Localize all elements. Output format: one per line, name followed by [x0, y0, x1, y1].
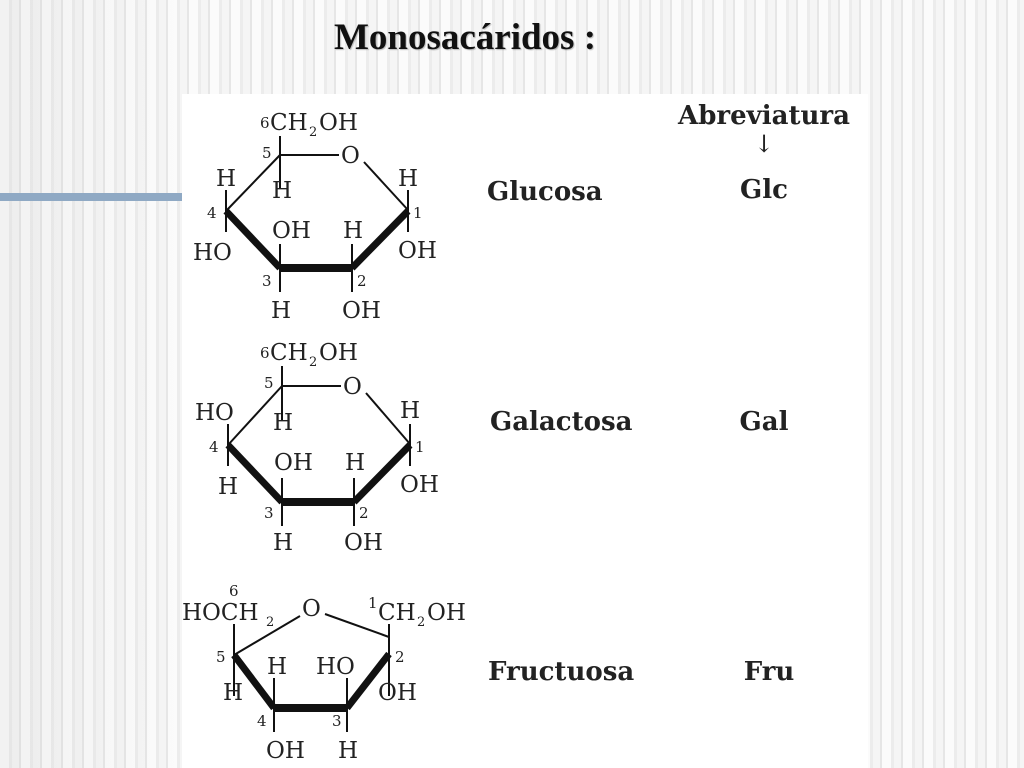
galactose-bond-bold	[351, 442, 413, 505]
fructose-ch2oh-oh: OH	[427, 600, 466, 626]
galactose-ring-oxygen: O	[343, 374, 362, 400]
fructose-c4-down: OH	[266, 738, 305, 764]
galactose-c5-number: 5	[264, 374, 274, 392]
glucose-bond	[225, 154, 281, 212]
galactose-c6-number: 6	[260, 344, 270, 362]
galactose-c3-down: H	[273, 530, 293, 556]
galactose-c1-number: 1	[415, 438, 425, 456]
galactose-c4-down: H	[218, 474, 238, 500]
galactose-c4-up: HO	[195, 400, 234, 426]
galactose-ch2oh-oh: OH	[319, 340, 358, 366]
fructose-name: Fructuosa	[488, 657, 634, 687]
glucose-bond	[363, 161, 409, 211]
galactose-c1-up: H	[400, 398, 420, 424]
galactose-c5-h: H	[273, 410, 293, 436]
glucose-bond-bold	[349, 208, 411, 271]
glucose-c5-h: H	[272, 178, 292, 204]
galactose-bond	[365, 392, 411, 445]
glucose-c4-number: 4	[207, 204, 217, 222]
monosaccharide-panel: Abreviatura ↓ 6 CH 2 OH O 5 H H 4 HO OH …	[182, 94, 868, 768]
fructose-c5-h: H	[223, 680, 243, 706]
glucose-abbreviation: Glc	[740, 175, 788, 205]
galactose-c2-up: H	[345, 450, 365, 476]
galactose-c2-number: 2	[359, 504, 369, 522]
fructose-c3-up: HO	[316, 654, 355, 680]
fructose-structure: 6 HOCH 2 O 1 CH 2 OH 5 H H 4 OH HO 3 H 2…	[182, 582, 794, 764]
glucose-c6-number: 6	[260, 114, 270, 132]
glucose-bond-bold	[223, 208, 283, 271]
glucose-c3-down: H	[271, 298, 291, 324]
fructose-c3-number: 3	[332, 712, 342, 730]
galactose-abbreviation: Gal	[740, 407, 789, 437]
fructose-c3-down: H	[338, 738, 358, 764]
abbreviation-header: Abreviatura	[677, 101, 850, 131]
fructose-bond	[324, 613, 390, 638]
glucose-c4-up: H	[216, 166, 236, 192]
galactose-name: Galactosa	[490, 407, 633, 437]
galactose-ch2-subscript: 2	[309, 355, 317, 370]
galactose-c4-number: 4	[209, 438, 219, 456]
fructose-ch2-label: CH	[378, 600, 416, 626]
galactose-bond	[227, 385, 283, 446]
glucose-c4-down: HO	[193, 240, 232, 266]
galactose-ch2-label: CH	[270, 340, 308, 366]
fructose-hoch2-label: HOCH	[182, 600, 259, 626]
glucose-ch2oh-oh: OH	[319, 110, 358, 136]
fructose-c4-up: H	[267, 654, 287, 680]
fructose-bond-bold	[344, 651, 392, 711]
galactose-bond-bold	[225, 442, 285, 505]
fructose-ch2-subscript: 2	[417, 615, 425, 630]
fructose-bond-bold	[231, 652, 277, 711]
glucose-c5-number: 5	[262, 144, 272, 162]
glucose-structure: 6 CH 2 OH O 5 H H 4 HO OH 3 H H 2 OH H 1…	[193, 110, 788, 324]
fructose-c5-number: 5	[216, 648, 226, 666]
fructose-c4-number: 4	[257, 712, 267, 730]
glucose-ch2-subscript: 2	[309, 125, 317, 140]
accent-bar	[0, 193, 182, 201]
glucose-c1-number: 1	[413, 204, 423, 222]
structures-diagram: Abreviatura ↓ 6 CH 2 OH O 5 H H 4 HO OH …	[182, 101, 850, 764]
glucose-c2-number: 2	[357, 272, 367, 290]
galactose-c3-up: OH	[274, 450, 313, 476]
galactose-c3-number: 3	[264, 504, 274, 522]
down-arrow-icon: ↓	[754, 130, 774, 158]
fructose-hoch2-subscript: 2	[266, 615, 274, 630]
fructose-c2-number: 2	[395, 648, 405, 666]
fructose-ring-oxygen: O	[302, 596, 321, 622]
glucose-c1-up: H	[398, 166, 418, 192]
glucose-c2-up: H	[343, 218, 363, 244]
glucose-c3-number: 3	[262, 272, 272, 290]
fructose-c6-number: 6	[229, 582, 239, 600]
slide-background-shade	[0, 0, 180, 768]
glucose-c3-up: OH	[272, 218, 311, 244]
galactose-structure: 6 CH 2 OH O 5 H HO 4 H OH 3 H H 2 OH H 1…	[195, 340, 789, 556]
galactose-c1-down: OH	[400, 472, 439, 498]
fructose-c1-number: 1	[368, 594, 378, 612]
fructose-bond	[233, 615, 301, 656]
glucose-name: Glucosa	[487, 177, 603, 207]
glucose-c1-down: OH	[398, 238, 437, 264]
fructose-c2-down: OH	[378, 680, 417, 706]
galactose-c2-down: OH	[344, 530, 383, 556]
glucose-ring-oxygen: O	[341, 143, 360, 169]
glucose-c2-down: OH	[342, 298, 381, 324]
glucose-ch2-label: CH	[270, 110, 308, 136]
slide-title: Monosacáridos :	[333, 17, 597, 58]
fructose-abbreviation: Fru	[744, 657, 795, 687]
